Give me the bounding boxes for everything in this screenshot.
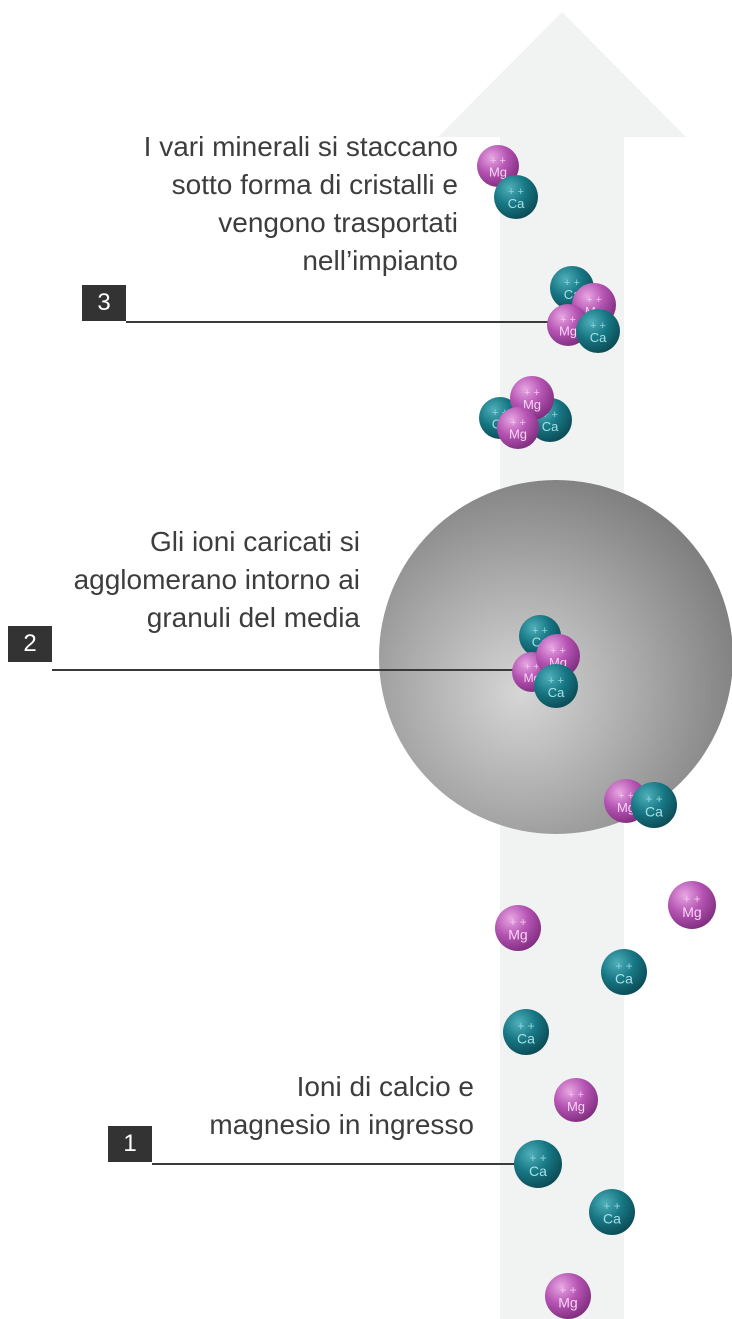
step-2-badge: 2 (8, 626, 52, 662)
calcium-ion: + +Ca (503, 1009, 549, 1055)
magnesium-ion: + +Mg (554, 1078, 598, 1122)
ion-charge-label: + + (683, 892, 700, 906)
ion-symbol-label: Mg (523, 397, 541, 412)
calcium-ion: + +Ca (601, 949, 647, 995)
ion-charge-label: + + (615, 959, 632, 973)
ion-charge-label: + + (564, 277, 580, 289)
step-1-caption-line: Ioni di calcio e (296, 1071, 474, 1102)
ion-symbol-label: Ca (590, 330, 607, 345)
magnesium-ion: + +Mg (668, 881, 716, 929)
step-1-caption: Ioni di calcio e magnesio in ingresso (209, 1068, 474, 1144)
calcium-ion-sphere (601, 949, 647, 995)
calcium-ion-sphere (534, 664, 578, 708)
ion-charge-label: + + (586, 294, 602, 306)
ion-charge-label: + + (590, 320, 606, 332)
ion-charge-label: + + (568, 1089, 584, 1101)
ion-charge-label: + + (559, 1283, 576, 1297)
step-1-caption-line: magnesio in ingresso (209, 1109, 474, 1140)
step-3-caption: I vari minerali si staccano sotto forma … (144, 128, 458, 280)
step-2-caption-line: Gli ioni caricati si (149, 526, 360, 557)
calcium-ion-sphere (514, 1140, 562, 1188)
calcium-ion: + +Ca (494, 175, 538, 219)
magnesium-ion-sphere (495, 905, 541, 951)
calcium-ion-sphere (589, 1189, 635, 1235)
ion-symbol-label: Ca (615, 971, 633, 987)
ion-charge-label: + + (548, 675, 564, 687)
magnesium-ion: + +Mg (497, 407, 539, 449)
ions-layer: + +Mg+ +Ca+ +Ca+ +Mg+ +Mg+ +Ca+ +Ca+ +Ca… (477, 145, 716, 1319)
ion-symbol-label: Ca (529, 1163, 547, 1179)
ion-symbol-label: Mg (559, 324, 577, 339)
calcium-ion: + +Ca (534, 664, 578, 708)
step-2-caption-line: agglomerano intorno ai (73, 564, 360, 595)
calcium-ion-sphere (631, 782, 677, 828)
ion-symbol-label: Mg (509, 427, 527, 442)
magnesium-ion: + +Mg (545, 1273, 591, 1319)
ion-charge-label: + + (524, 387, 540, 399)
ion-symbol-label: Ca (645, 804, 663, 820)
step-3-badge: 3 (82, 285, 126, 321)
calcium-ion-sphere (503, 1009, 549, 1055)
ion-charge-label: + + (529, 1151, 546, 1165)
magnesium-ion-sphere (668, 881, 716, 929)
ion-symbol-label: Mg (682, 904, 701, 920)
ion-charge-label: + + (517, 1019, 534, 1033)
ion-symbol-label: Mg (489, 165, 507, 180)
ion-charge-label: + + (510, 417, 526, 429)
step-2-caption: Gli ioni caricati si agglomerano intorno… (74, 523, 360, 637)
calcium-ion: + +Ca (589, 1189, 635, 1235)
ion-symbol-label: Ca (517, 1031, 535, 1047)
ion-charge-label: + + (490, 155, 506, 167)
ion-symbol-label: Mg (567, 1099, 585, 1114)
ion-symbol-label: Ca (542, 419, 559, 434)
ion-charge-label: + + (550, 645, 566, 657)
step-3-caption-line: vengono trasportati (218, 207, 458, 238)
ion-charge-label: + + (509, 915, 526, 929)
magnesium-ion-sphere (554, 1078, 598, 1122)
ion-charge-label: + + (603, 1199, 620, 1213)
ion-symbol-label: Ca (603, 1211, 621, 1227)
step-1-badge: 1 (108, 1126, 152, 1162)
ion-symbol-label: Mg (617, 800, 635, 815)
ion-charge-label: + + (560, 314, 576, 326)
ion-charge-label: + + (508, 186, 524, 198)
step-3-caption-line: nell’impianto (302, 245, 458, 276)
ion-charge-label: + + (645, 792, 662, 806)
step-3-caption-line: I vari minerali si staccano (143, 131, 458, 162)
magnesium-ion: + +Mg (495, 905, 541, 951)
magnesium-ion-sphere (497, 407, 539, 449)
step-2-caption-line: granuli del media (146, 602, 360, 633)
calcium-ion: + +Ca (631, 782, 677, 828)
ion-charge-label: + + (532, 625, 548, 637)
ion-charge-label: + + (525, 662, 540, 673)
calcium-ion: + +Ca (576, 309, 620, 353)
ion-symbol-label: Ca (508, 196, 525, 211)
magnesium-ion-sphere (545, 1273, 591, 1319)
calcium-ion: + +Ca (514, 1140, 562, 1188)
ion-symbol-label: Mg (558, 1295, 577, 1311)
step-3-caption-line: sotto forma di cristalli e (171, 169, 458, 200)
ion-symbol-label: Mg (508, 927, 527, 943)
calcium-ion-sphere (494, 175, 538, 219)
ion-charge-label: + + (618, 790, 634, 802)
calcium-ion-sphere (576, 309, 620, 353)
ion-symbol-label: Ca (548, 685, 565, 700)
